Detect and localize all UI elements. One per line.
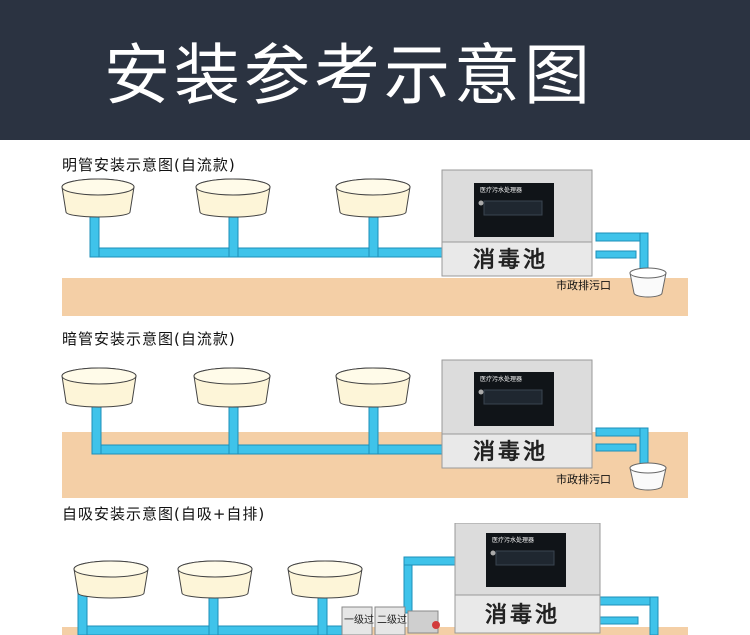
- page-title: 安装参考示意图: [104, 37, 594, 114]
- tank-1: [61, 178, 135, 218]
- outlet-label: 市政排污口: [556, 278, 611, 292]
- ground-strip: [62, 278, 688, 316]
- disinfection-pool: [454, 594, 601, 634]
- panel-label: 医疗污水处理器: [492, 536, 534, 544]
- secondary-filter: [374, 606, 406, 635]
- pipe-main: [89, 247, 443, 258]
- tank-1: [61, 367, 137, 408]
- pump-valve: [432, 621, 440, 629]
- tank-2: [195, 178, 271, 218]
- tank-3: [287, 560, 363, 599]
- pool-label: 消毒池: [473, 247, 548, 273]
- panel-display: [483, 200, 543, 216]
- section-3-label: 自吸安装示意图(自吸+自排): [62, 505, 266, 523]
- indicator-light: [478, 200, 484, 206]
- section-2-diagram: 消毒池 医疗污水处理器 市政排污口: [61, 359, 688, 498]
- section-2-label: 暗管安装示意图(自流款): [62, 330, 236, 348]
- pipe-riser-top: [403, 556, 457, 566]
- pipe-out-low: [595, 443, 637, 452]
- panel-display: [495, 550, 555, 566]
- section-3-diagram: 一级过 二级过 消毒池 医疗污水处理器: [62, 523, 688, 635]
- pipe-out-v: [639, 232, 649, 270]
- indicator-light: [478, 389, 484, 395]
- panel-display: [483, 389, 543, 405]
- title-banner: 安装参考示意图: [0, 0, 750, 140]
- outlet-label: 市政排污口: [556, 472, 611, 486]
- outlet-bucket: [629, 267, 667, 298]
- section-1-label: 明管安装示意图(自流款): [62, 156, 236, 174]
- panel-label: 医疗污水处理器: [480, 186, 522, 194]
- pipe-main: [91, 444, 443, 455]
- section-1-diagram: 消毒池 医疗污水处理器 市政排污口: [61, 169, 688, 316]
- primary-filter-label: 一级过: [344, 613, 374, 626]
- tank-2: [177, 560, 253, 599]
- pipe-out-v: [639, 427, 649, 467]
- pool-label: 消毒池: [473, 439, 548, 465]
- disinfection-pool: [441, 241, 593, 277]
- tank-1: [73, 560, 149, 599]
- pipe-out-v: [649, 596, 659, 635]
- tank-3: [335, 178, 411, 218]
- outlet-bucket: [629, 462, 667, 491]
- panel-label: 医疗污水处理器: [480, 375, 522, 383]
- tank-3: [335, 367, 411, 408]
- primary-filter: [341, 606, 373, 635]
- pipe-out-low: [595, 250, 637, 259]
- pipe-out-h: [597, 596, 659, 606]
- secondary-filter-label: 二级过: [377, 613, 407, 626]
- pool-label: 消毒池: [485, 602, 560, 628]
- tank-2: [193, 367, 271, 408]
- pipe-out-low: [597, 616, 639, 625]
- indicator-light: [490, 550, 496, 556]
